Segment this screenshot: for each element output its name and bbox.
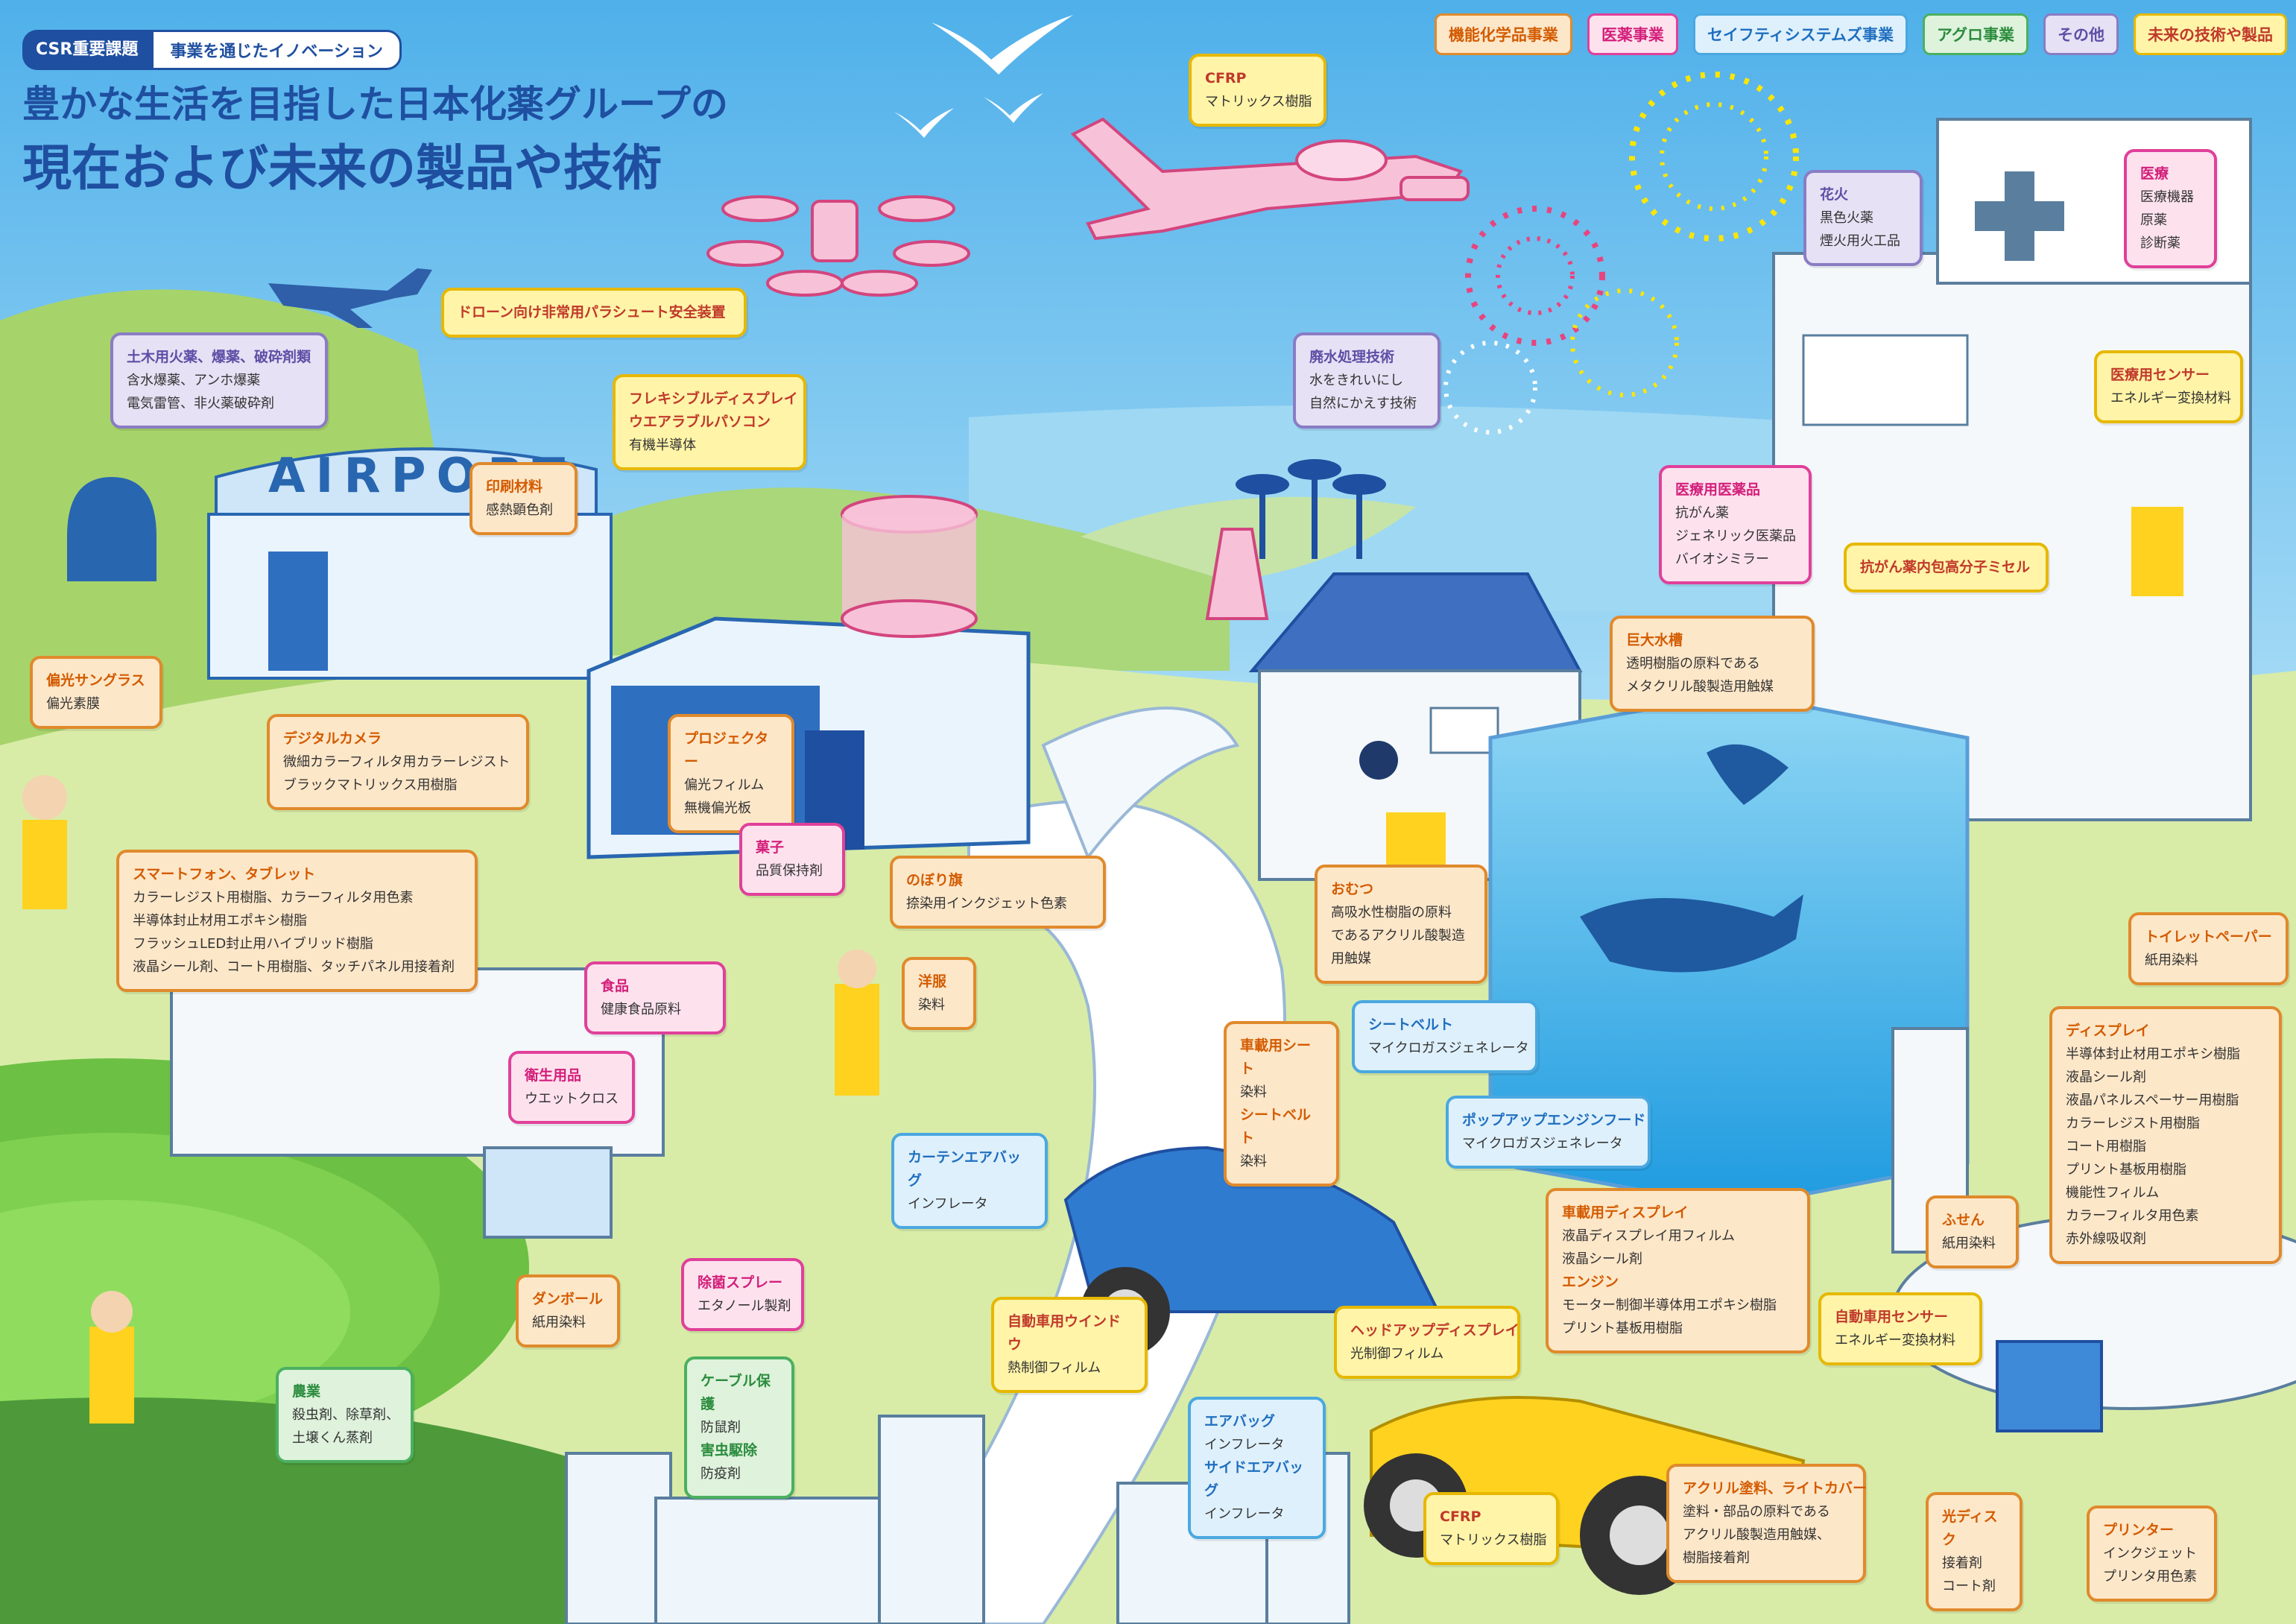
callout-projector: プロジェクター 偏光フィルム 無機偏光板 (668, 714, 794, 833)
legend-future: 未来の技術や製品 (2134, 13, 2287, 55)
legend-agro: アグロ事業 (1923, 13, 2028, 55)
callout-smartphone-tablet: スマートフォン、タブレット カラーレジスト用樹脂、カラーフィルタ用色素 半導体封… (116, 850, 478, 992)
callout-car-seat: 車載用シート 染料 シートベルト 染料 (1224, 1021, 1339, 1187)
callout-giant-aquarium: 巨大水槽 透明樹脂の原料である メタクリル酸製造用触媒 (1610, 616, 1815, 712)
callout-cardboard: ダンボール 紙用染料 (516, 1274, 620, 1347)
callout-printing-material: 印刷材料 感熱顕色剤 (469, 462, 578, 535)
callout-curtain-airbag: カーテンエアバッグ インフレータ (891, 1133, 1048, 1229)
callout-drone-parachute: ドローン向け非常用パラシュート安全装置 (441, 288, 747, 338)
callout-toilet-paper: トイレットペーパー 紙用染料 (2128, 912, 2289, 985)
legend: 機能化学品事業 医薬事業 セイフティシステムズ事業 アグロ事業 その他 未来の技… (1434, 13, 2287, 55)
page-title-line2: 現在および未来の製品や技術 (22, 139, 662, 197)
hologram-display (841, 495, 978, 638)
airplane-icon (268, 268, 432, 328)
projector-room (586, 616, 1031, 859)
city-buildings (565, 1415, 1350, 1624)
callout-medical-sensor: 医療用センサー エネルギー変換材料 (2094, 350, 2243, 423)
callout-acrylic-paint: アクリル塗料、ライトカバー 塗料・部品の原料である アクリル酸製造用触媒、 樹脂… (1666, 1464, 1867, 1583)
pink-drone (706, 195, 970, 297)
palm-trees (1236, 459, 1386, 559)
legend-pharma: 医薬事業 (1587, 13, 1678, 55)
tunnel (67, 477, 156, 581)
callout-airbag: エアバッグ インフレータ サイドエアバッグ インフレータ (1188, 1397, 1326, 1539)
callout-car-sensor: 自動車用センサー エネルギー変換材料 (1818, 1292, 1982, 1365)
callout-diapers: おむつ 高吸水性樹脂の原料 であるアクリル酸製造 用触媒 (1315, 865, 1487, 984)
callout-agriculture: 農業 殺虫剤、除草剤、 土壌くん蒸剤 (276, 1367, 414, 1463)
callout-seatbelt-gas-generator: シートベルト マイクロガスジェネレータ (1352, 1000, 1538, 1073)
crop-field (0, 1397, 671, 1624)
callout-car-window: 自動車用ウインドウ 熱制御フィルム (991, 1297, 1148, 1393)
callout-fireworks: 花火 黒色火薬 煙火用火工品 (1803, 170, 1923, 266)
callout-printer: プリンター インクジェット プリンタ用色素 (2087, 1505, 2217, 1602)
legend-other: その他 (2043, 13, 2119, 55)
callout-cfrp-car: CFRP マトリックス樹脂 (1423, 1492, 1559, 1565)
csr-tag: CSR重要課題 (22, 30, 152, 70)
aquarium-tank (1488, 691, 1970, 1210)
callout-medical: 医療 医療機器 原薬 診断薬 (2124, 149, 2217, 268)
callout-cfrp-aircraft: CFRP マトリックス樹脂 (1189, 54, 1326, 127)
callout-banner-flag: のぼり旗 捺染用インクジェット色素 (890, 856, 1106, 929)
bird-icon (932, 15, 1073, 75)
callout-food: 食品 健康食品原料 (584, 961, 726, 1034)
callout-snacks: 菓子 品質保持剤 (739, 823, 845, 896)
callout-popup-engine-hood: ポップアップエンジンフード マイクロガスジェネレータ (1446, 1096, 1651, 1169)
callout-sticky-notes: ふせん 紙用染料 (1926, 1195, 2019, 1268)
legend-safety: セイフティシステムズ事業 (1692, 13, 1908, 55)
callout-cable-protection: ケーブル保護 防鼠剤 害虫駆除 防疫剤 (684, 1356, 794, 1499)
callout-head-up-display: ヘッドアップディスプレイ 光制御フィルム (1334, 1306, 1520, 1379)
callout-digital-camera: デジタルカメラ 微細カラーフィルタ用カラーレジスト ブラックマトリックス用樹脂 (267, 714, 529, 810)
wave-ramp (1041, 707, 1240, 860)
callout-optical-disc: 光ディスク 接着剤 コート剤 (1926, 1492, 2023, 1611)
callout-civil-explosives: 土木用火薬、爆薬、破砕剤類 含水爆薬、アンホ爆薬 電気雷管、非火薬破砕剤 (110, 332, 328, 429)
lighthouse (1205, 528, 1269, 620)
callout-flexible-display: フレキシブルディスプレイ ウエアラブルパソコン 有機半導体 (613, 374, 806, 470)
callout-hygiene-products: 衛生用品 ウエットクロス (508, 1051, 635, 1124)
legend-chemicals: 機能化学品事業 (1434, 13, 1572, 55)
computer-monitor (1996, 1340, 2103, 1432)
callout-sanitizer-spray: 除菌スプレー エタノール製剤 (681, 1258, 804, 1331)
callout-clothes: 洋服 染料 (902, 957, 976, 1030)
fireworks (1443, 72, 1799, 435)
pink-aircraft (1070, 117, 1470, 241)
callout-car-display-engine: 車載用ディスプレイ 液晶ディスプレイ用フィルム 液晶シール剤 エンジン モーター… (1546, 1188, 1810, 1353)
callout-pharmaceuticals: 医療用医薬品 抗がん薬 ジェネリック医薬品 バイオシミラー (1659, 465, 1812, 584)
callout-polymer-micelle: 抗がん薬内包高分子ミセル (1844, 543, 2049, 593)
topic-tag: 事業を通じたイノベーション (151, 30, 402, 70)
callout-polarized-sunglasses: 偏光サングラス 偏光素膜 (30, 656, 162, 729)
manta-ray-icon (1707, 744, 1789, 805)
csr-tags: CSR重要課題 事業を通じたイノベーション (22, 30, 402, 70)
callout-wastewater: 廃水処理技術 水をきれいにし 自然にかえす技術 (1293, 332, 1440, 429)
whale-shark-icon (1580, 894, 1803, 973)
page-title-line1: 豊かな生活を目指した日本化薬グループの (22, 83, 728, 126)
callout-display: ディスプレイ 半導体封止材用エポキシ樹脂 液晶シール剤 液晶パネルスペーサー用樹… (2049, 1006, 2282, 1264)
